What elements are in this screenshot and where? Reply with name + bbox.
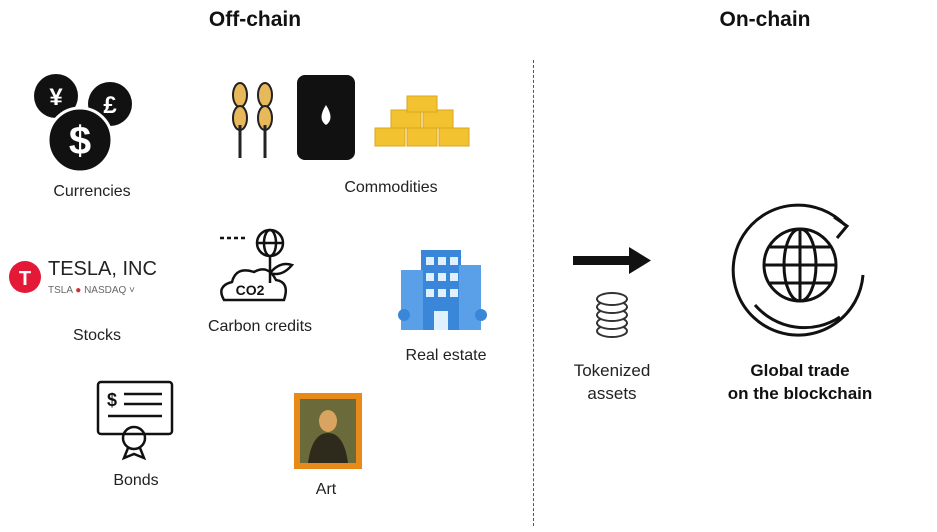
real-estate-icon — [398, 250, 487, 330]
global-trade-label: Global trade on the blockchain — [728, 359, 873, 405]
stock-ticker: TSLA — [48, 285, 73, 296]
divider — [533, 60, 534, 526]
commodities-icon — [232, 75, 470, 160]
global-line1: Global trade — [750, 361, 850, 380]
carbon-label: Carbon credits — [207, 318, 313, 335]
onchain-heading: On-chain — [719, 8, 811, 31]
svg-text:£: £ — [103, 92, 117, 119]
stock-name: TESLA, INC — [48, 258, 157, 280]
svg-text:$: $ — [69, 119, 91, 163]
mona-lisa-painting-icon — [294, 393, 362, 469]
currencies-icon: ¥ £ $ — [34, 74, 132, 174]
commodities-label: Commodities — [344, 179, 438, 196]
svg-text:¥: ¥ — [49, 84, 63, 111]
svg-text:$: $ — [107, 390, 117, 410]
offchain-heading: Off-chain — [208, 8, 302, 31]
art-label: Art — [315, 481, 337, 498]
arrow-right-icon — [573, 247, 651, 274]
stock-exchange: NASDAQ — [84, 285, 127, 296]
tokenized-label: Tokenized assets — [574, 359, 651, 405]
stocks-label: Stocks — [72, 327, 122, 344]
global-blockchain-icon — [731, 203, 865, 337]
global-line2: on the blockchain — [727, 384, 873, 403]
stock-card: T TESLA, INC TSLA ● NASDAQ ˅ — [8, 258, 168, 298]
bond-certificate-icon: $ — [96, 380, 174, 461]
carbon-credits-icon: CO2 — [220, 228, 295, 302]
real-estate-label: Real estate — [405, 347, 487, 364]
bonds-label: Bonds — [113, 472, 159, 489]
coin-stack-icon — [596, 292, 628, 338]
tokenized-line1: Tokenized — [573, 361, 651, 380]
currencies-label: Currencies — [53, 183, 131, 200]
tokenized-line2: assets — [587, 384, 637, 403]
us-flag-icon: ● — [75, 285, 82, 296]
co2-text: CO2 — [236, 282, 265, 298]
tesla-logo-icon: T — [9, 261, 41, 293]
svg-text:T: T — [19, 268, 31, 290]
